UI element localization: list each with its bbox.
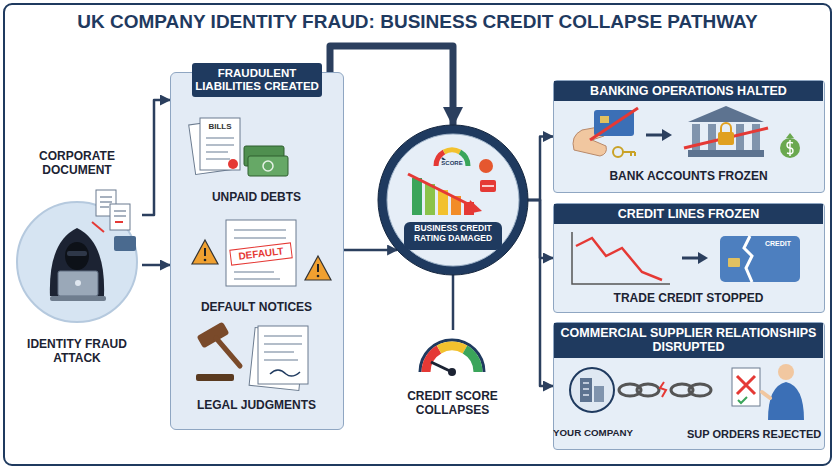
rating-circle: BUSINESS CREDIT RATING DAMAGED [378, 125, 528, 275]
text-slot: BILLS [205, 122, 235, 131]
attack-circle: CORPORATE DOCUMENT IDENTITY FRAUD ATTACK [12, 150, 142, 386]
node-label: BUSINESS CREDIT RATING DAMAGED [405, 224, 501, 244]
text-slot: CREDIT LINES FROZEN [554, 204, 823, 224]
text-slot: TRADE CREDIT STOPPED [554, 292, 823, 306]
flow-arrow [142, 264, 170, 267]
item-label: SUP ORDERS REJECTED [687, 428, 821, 441]
node-circle [17, 202, 137, 322]
text-slot: BUSINESS CREDIT RATING DAMAGED [405, 224, 501, 244]
text-slot: UNPAID DEBTS [171, 191, 342, 205]
node-circle [378, 125, 528, 275]
item-label: TRADE CREDIT STOPPED [554, 292, 823, 306]
panel-heading: COMMERCIAL SUPPLIER RELATIONSHIPS DISRUP… [554, 323, 823, 358]
node-outline [378, 125, 528, 275]
flow-arrow [330, 46, 453, 125]
text-slot: CREDIT SCORE COLLAPSES [395, 390, 510, 418]
text-slot: DEFAULT NOTICES [171, 301, 342, 315]
text-slot: DEFAULT [230, 246, 292, 262]
flow-arrow [142, 100, 170, 215]
text-slot: FRAUDULENT LIABILITIES CREATED [192, 63, 322, 97]
diagram-title: UK COMPANY IDENTITY FRAUD: BUSINESS CRED… [0, 11, 835, 33]
item-label: LEGAL JUDGMENTS [171, 399, 342, 413]
text-slot: SUP ORDERS REJECTED [687, 428, 821, 441]
node-label: CREDIT SCORE COLLAPSES [395, 390, 510, 418]
node-label: IDENTITY FRAUD ATTACK [12, 338, 142, 366]
score-gauge: CREDIT SCORE COLLAPSES [395, 330, 510, 430]
company-label: YOUR COMPANY [553, 427, 633, 438]
item-label: DEFAULT NOTICES [171, 301, 342, 315]
item-label: UNPAID DEBTS [171, 191, 342, 205]
flow-arrow [528, 200, 553, 386]
text-slot: LEGAL JUDGMENTS [171, 399, 342, 413]
flow-arrow [528, 137, 553, 201]
text-slot: CORPORATE DOCUMENT [12, 150, 142, 178]
text-slot: IDENTITY FRAUD ATTACK [12, 338, 142, 366]
panel-heading: FRAUDULENT LIABILITIES CREATED [192, 63, 322, 97]
text-slot: COMMERCIAL SUPPLIER RELATIONSHIPS DISRUP… [554, 323, 823, 358]
document-label: BILLS [205, 122, 235, 131]
panel-heading: CREDIT LINES FROZEN [554, 204, 823, 224]
node-heading: CORPORATE DOCUMENT [12, 150, 142, 178]
flow-arrow [452, 275, 455, 330]
node-circle [387, 134, 519, 266]
text-slot: SCORE [440, 160, 464, 167]
text-slot: CREDIT [760, 240, 796, 248]
gauge-label: SCORE [440, 160, 464, 167]
outcome-panel: CREDIT LINES FROZEN TRADE CREDIT STOPPED [553, 203, 825, 313]
panel-heading: BANKING OPERATIONS HALTED [554, 81, 823, 101]
flow-arrow [344, 249, 397, 252]
text-band [404, 222, 502, 250]
item-label: BANK ACCOUNTS FROZEN [554, 170, 823, 184]
text-slot: BANK ACCOUNTS FROZEN [554, 170, 823, 184]
text-slot: UK COMPANY IDENTITY FRAUD: BUSINESS CRED… [0, 11, 835, 33]
outcome-panel: BANKING OPERATIONS HALTED BANK ACCOUNTS F… [553, 80, 825, 193]
text-slot: YOUR COMPANY [553, 427, 633, 438]
card-label: CREDIT [760, 240, 796, 248]
text-slot: BANKING OPERATIONS HALTED [554, 81, 823, 101]
